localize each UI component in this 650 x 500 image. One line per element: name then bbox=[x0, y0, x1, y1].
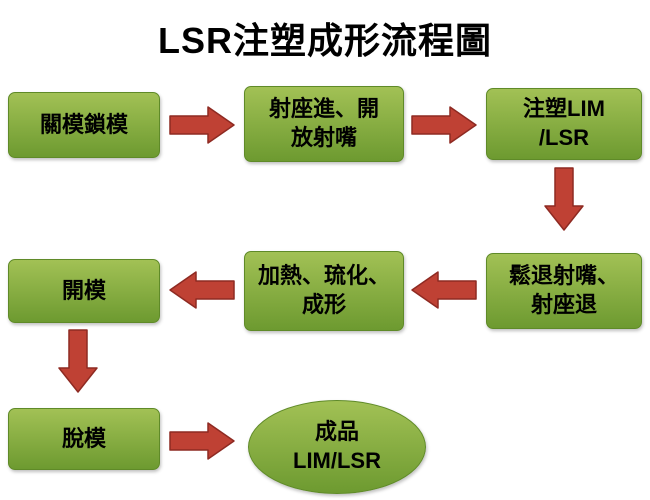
arrow-right-icon bbox=[169, 422, 235, 460]
node-demold-label: 脫模 bbox=[61, 425, 106, 451]
node-mold-open: 開模 bbox=[8, 259, 160, 323]
arrow-right-icon bbox=[169, 106, 235, 144]
node-heat-cure-form: 加熱、琉化、 成形 bbox=[244, 251, 404, 331]
arrow-down-icon bbox=[544, 167, 584, 231]
node-heat-cure-form-label: 加熱、琉化、 成形 bbox=[257, 263, 390, 317]
node-demold: 脫模 bbox=[8, 408, 160, 470]
arrow-left-icon bbox=[411, 271, 477, 309]
node-mold-clamping-label: 關模鎖模 bbox=[39, 111, 128, 137]
arrow-down-icon bbox=[58, 329, 98, 393]
diagram-title: LSR注塑成形流程圖 bbox=[157, 20, 492, 61]
node-nozzle-advance-label: 射座進、開 放射嘴 bbox=[268, 96, 379, 150]
node-injection-lim-lsr-label: 注塑LIM /LSR bbox=[523, 96, 605, 150]
node-nozzle-retract: 鬆退射嘴、 射座退 bbox=[486, 253, 642, 329]
arrow-left-icon bbox=[169, 271, 235, 309]
node-finished-product: 成品 LIM/LSR bbox=[248, 400, 426, 494]
node-mold-clamping: 關模鎖模 bbox=[8, 92, 160, 158]
node-nozzle-advance: 射座進、開 放射嘴 bbox=[244, 86, 404, 162]
node-mold-open-label: 開模 bbox=[61, 277, 106, 303]
node-nozzle-retract-label: 鬆退射嘴、 射座退 bbox=[508, 263, 619, 317]
node-finished-product-label: 成品 LIM/LSR bbox=[293, 419, 381, 473]
node-injection-lim-lsr: 注塑LIM /LSR bbox=[486, 88, 642, 160]
arrow-right-icon bbox=[411, 106, 477, 144]
